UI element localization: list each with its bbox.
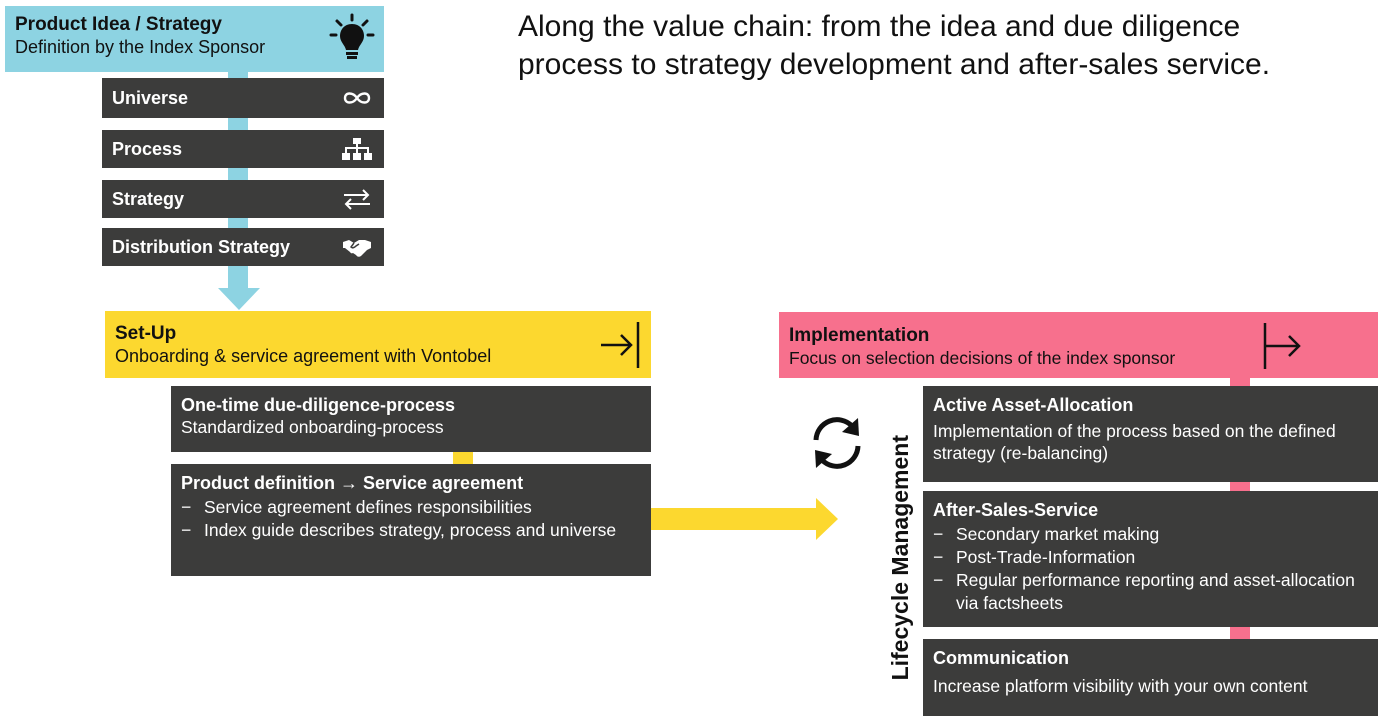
- setup-title: Set-Up: [115, 323, 177, 344]
- arrow-to-bar-icon: [601, 322, 640, 368]
- active-asset-allocation-title: Active Asset-Allocation: [933, 395, 1134, 415]
- due-diligence-card: One-time due-diligence-process Standardi…: [171, 386, 651, 452]
- list-item: Regular performance reporting and asset-…: [933, 569, 1368, 615]
- implementation-subtitle: Focus on selection decisions of the inde…: [789, 348, 1176, 368]
- lifecycle-management-label: Lifecycle Management: [878, 422, 922, 694]
- headline-line-2: process to strategy development and afte…: [518, 48, 1271, 81]
- list-item-strategy: Strategy: [102, 180, 384, 218]
- setup-header: Set-Up Onboarding & service agreement wi…: [105, 311, 651, 378]
- yellow-flow-arrow-body: [651, 508, 818, 530]
- implementation-header: Implementation Focus on selection decisi…: [779, 312, 1378, 378]
- handshake-icon: [340, 234, 374, 260]
- communication-text: Increase platform visibility with your o…: [933, 676, 1308, 696]
- yellow-connector: [453, 448, 473, 468]
- list-item-universe: Universe: [102, 78, 384, 118]
- product-definition-card: Product definition → Service agreement S…: [171, 464, 651, 576]
- headline-line-1: Along the value chain: from the idea and…: [518, 10, 1241, 43]
- list-item: Secondary market making: [933, 523, 1368, 546]
- refresh-cycle-icon: [813, 417, 861, 469]
- communication-card: Communication Increase platform visibili…: [923, 639, 1378, 716]
- product-definition-bullets: Service agreement defines responsibiliti…: [181, 496, 641, 542]
- strategy-label: Strategy: [112, 188, 185, 209]
- after-sales-service-card: After-Sales-Service Secondary market mak…: [923, 491, 1378, 627]
- after-sales-service-title: After-Sales-Service: [933, 500, 1099, 520]
- org-chart-icon: [340, 136, 374, 162]
- implementation-title: Implementation: [789, 325, 930, 346]
- setup-subtitle: Onboarding & service agreement with Vont…: [115, 346, 492, 366]
- active-asset-allocation-text: Implementation of the process based on t…: [933, 421, 1336, 463]
- yellow-flow-arrow-icon: [816, 498, 838, 540]
- blue-down-arrow-icon: [218, 288, 260, 310]
- product-idea-title: Product Idea / Strategy: [15, 14, 222, 35]
- due-diligence-title: One-time due-diligence-process: [181, 395, 456, 415]
- due-diligence-text: Standardized onboarding-process: [181, 417, 444, 437]
- arrow-from-bar-icon: [1263, 323, 1301, 369]
- communication-title: Communication: [933, 648, 1070, 668]
- active-asset-allocation-card: Active Asset-Allocation Implementation o…: [923, 386, 1378, 482]
- process-label: Process: [112, 138, 183, 159]
- product-idea-header: Product Idea / Strategy Definition by th…: [5, 6, 384, 72]
- product-definition-title: Product definition → Service agreement: [181, 473, 524, 493]
- list-item: Service agreement defines responsibiliti…: [181, 496, 641, 519]
- product-idea-subtitle: Definition by the Index Sponsor: [15, 37, 266, 57]
- distribution-strategy-label: Distribution Strategy: [112, 236, 291, 257]
- list-item: Post-Trade-Information: [933, 546, 1368, 569]
- list-item-process: Process: [102, 130, 384, 168]
- list-item: Index guide describes strategy, process …: [181, 519, 641, 542]
- lightbulb-icon: [329, 13, 375, 59]
- infinity-icon: [340, 85, 374, 111]
- lifecycle-management-text: Lifecycle Management: [886, 435, 913, 681]
- universe-label: Universe: [112, 87, 189, 108]
- headline: Along the value chain: from the idea and…: [518, 8, 1378, 84]
- list-item-distribution-strategy: Distribution Strategy: [102, 228, 384, 266]
- swap-arrows-icon: [340, 186, 374, 212]
- after-sales-service-bullets: Secondary market making Post-Trade-Infor…: [933, 523, 1368, 615]
